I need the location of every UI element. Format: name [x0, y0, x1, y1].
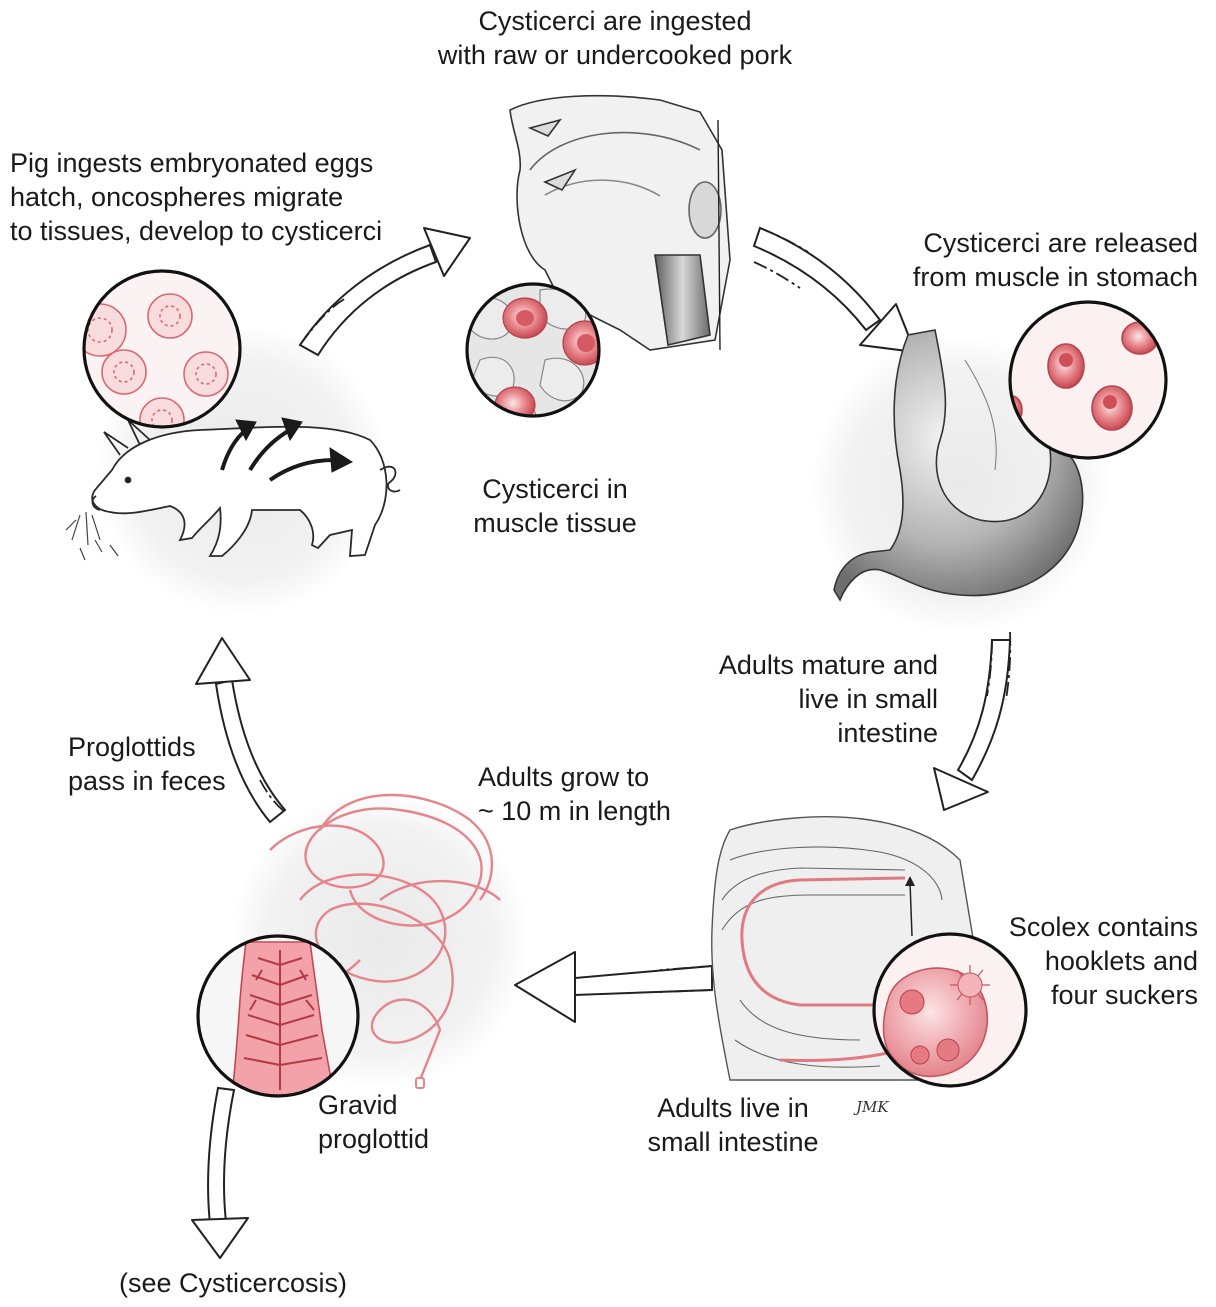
label-cysticerci-ingested: Cysticerci are ingested with raw or unde…: [380, 4, 850, 72]
arrow-stomach-to-intestine: [934, 640, 1010, 810]
label-adults-grow: Adults grow to ~ 10 m in length: [478, 760, 718, 828]
label-adults-mature: Adults mature and live in small intestin…: [680, 648, 938, 750]
label-adults-live: Adults live in small intestine: [628, 1091, 838, 1159]
arrow-to-cysticercosis: [192, 1088, 248, 1258]
label-cysticerci-muscle-tissue: Cysticerci in muscle tissue: [440, 472, 670, 540]
label-scolex: Scolex contains hooklets and four sucker…: [960, 910, 1198, 1012]
label-cysticerci-released: Cysticerci are released from muscle in s…: [850, 226, 1198, 294]
label-gravid-proglottid: Gravid proglottid: [318, 1088, 478, 1156]
arrow-intestine-to-worm: [515, 952, 712, 1022]
gravid-proglottid-inset: [198, 936, 358, 1096]
worm-tail: [416, 1078, 424, 1088]
label-see-cysticercosis: (see Cysticercosis): [98, 1266, 368, 1300]
artist-signature: JMK: [856, 1098, 889, 1116]
label-pig-ingests-eggs: Pig ingests embryonated eggs hatch, onco…: [10, 146, 430, 248]
label-proglottids-feces: Proglottids pass in feces: [68, 730, 268, 798]
